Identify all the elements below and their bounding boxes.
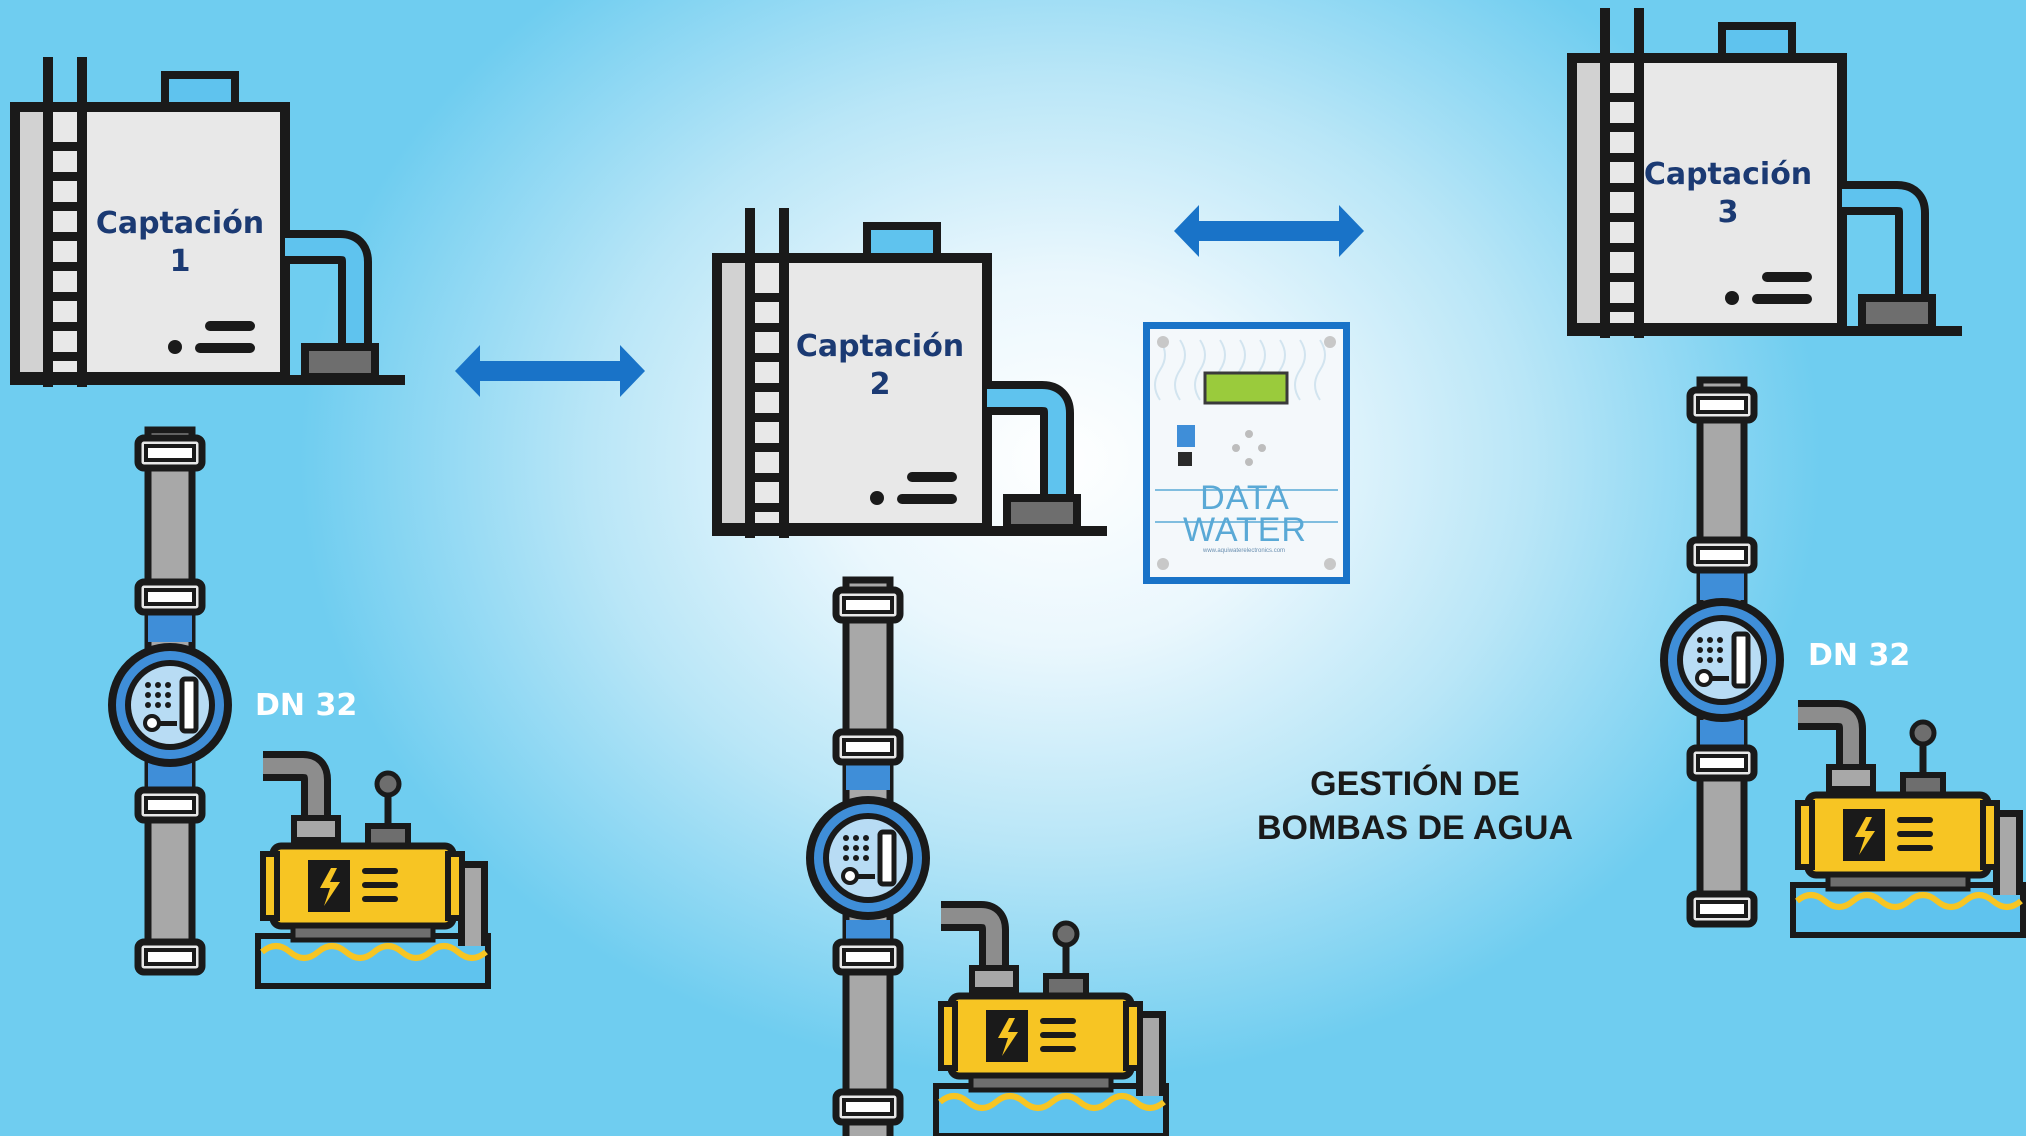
station-2 [712,208,1166,1136]
controller-brand: DATA WATER [1180,479,1310,549]
station-2-number: 2 [869,367,891,402]
pump-1 [258,766,488,986]
pump-3 [1793,715,2023,935]
flow-meter-2 [810,800,926,916]
station-3-number: 3 [1717,195,1739,230]
station-2-label: Captación 2 [795,328,965,404]
title-line-1: GESTIÓN DE [1310,765,1520,803]
station-3-name: Captación [1643,157,1813,192]
controller-brand-line1: DATA [1200,479,1290,517]
flow-meter-3 [1664,602,1780,718]
controller-brand-line2: WATER [1183,511,1307,549]
station-3-label: Captación 3 [1643,156,1813,232]
station-1-number: 1 [169,244,191,279]
page-title: GESTIÓN DE BOMBAS DE AGUA [1180,762,1650,850]
station-1-meter-size: DN 32 [255,688,358,723]
title-line-2: BOMBAS DE AGUA [1256,809,1574,847]
flow-meter-1 [112,647,228,763]
controller-panel [1143,322,1350,584]
station-3 [1567,8,2023,935]
station-2-name: Captación [795,329,965,364]
pump-2 [936,916,1166,1136]
station-1-label: Captación 1 [95,205,265,281]
controller-url: www.aquiwaterelectronics.com [1203,548,1286,554]
link-arrow-2-3 [1174,205,1364,257]
link-arrow-1-2 [455,345,645,397]
lcd-screen [1203,371,1289,405]
station-1 [10,57,488,986]
station-1-name: Captación [95,206,265,241]
station-3-meter-size: DN 32 [1808,638,1911,673]
